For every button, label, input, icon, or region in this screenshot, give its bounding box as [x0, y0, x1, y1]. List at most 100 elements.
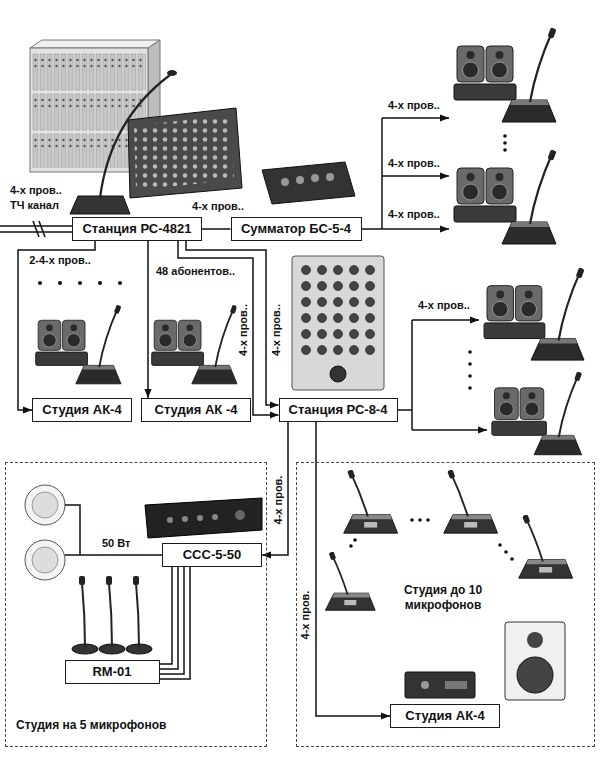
region-title: Студия на 5 микрофонов [16, 718, 256, 733]
dot [58, 281, 62, 285]
annotation-label: 4-х пров.. [386, 208, 442, 221]
knob [235, 510, 245, 520]
annotation-label: 50 Вт [100, 537, 132, 550]
mic-stem [100, 75, 170, 198]
mixer-console [128, 108, 242, 198]
wire [382, 228, 449, 230]
dot [353, 538, 357, 542]
device-name: Студия АК-4 [41, 402, 123, 418]
dot [418, 518, 422, 522]
wire-connector [18, 241, 95, 410]
device-name: Студия АК-4 [399, 708, 491, 724]
amplifier-body [145, 498, 262, 538]
break-mark [39, 221, 45, 237]
speaker-grille [32, 492, 58, 518]
device-box: Станция РС-4821 [72, 217, 202, 241]
studio-unit [484, 267, 584, 360]
device-name: RM-01 [74, 664, 151, 680]
studio-region: Студия АК-4Студия до 10 микрофонов [296, 462, 595, 747]
dot [498, 543, 502, 547]
wire [412, 319, 479, 321]
dot [503, 134, 507, 138]
mic-console [519, 514, 573, 578]
device-name: Станция РС-8-4 [288, 402, 389, 418]
dot [503, 141, 507, 145]
ak4-set [405, 622, 565, 700]
mic-console [344, 469, 398, 533]
knob [296, 176, 304, 184]
device-box: Станция РС-8-4 [279, 398, 398, 422]
knob [167, 517, 173, 523]
mic-head [167, 70, 177, 76]
studio-unit [492, 371, 582, 454]
dot [78, 281, 82, 285]
studio-unit [152, 305, 238, 384]
wire [382, 117, 449, 119]
display [445, 681, 467, 689]
amplifier-box [405, 672, 475, 698]
wire-connector [147, 241, 149, 398]
device-name: ССС-5-50 [171, 547, 253, 563]
wire [412, 429, 487, 431]
wire-connector [262, 422, 288, 555]
wire-label: 4-х пров.. [190, 200, 246, 213]
dot [410, 518, 414, 522]
device-box: RM-01 [65, 660, 160, 684]
dot [504, 550, 508, 554]
annotation-label: 4-х пров.. [8, 184, 64, 197]
woofer [517, 657, 553, 693]
wire-label: 4-х пров.. [270, 302, 283, 358]
annotation-label: 48 абонентов.. [154, 265, 237, 278]
wire-connector [316, 422, 390, 716]
dot [426, 518, 430, 522]
wire-label: 4-х пров.. [237, 302, 250, 358]
dot [468, 374, 472, 378]
wire-connector [160, 567, 179, 669]
mixer-knobs [134, 115, 234, 190]
wire-connector [202, 228, 231, 230]
annotation-label: 4-х пров.. [386, 99, 442, 112]
device-name: Студия АК -4 [150, 402, 242, 418]
device-box: Студия АК-4 [390, 704, 500, 728]
wire-connector [160, 567, 191, 679]
rack-top [30, 40, 160, 48]
knob [326, 173, 334, 181]
studio-unit [454, 149, 557, 244]
mic-base [70, 196, 130, 214]
wire-label: 2-4-х пров.. [27, 254, 93, 267]
microphone [126, 576, 152, 654]
device-name: Станция РС-4821 [81, 221, 193, 237]
annotation-label: 4-х пров.. [386, 157, 442, 170]
knob [212, 514, 218, 520]
knob [197, 515, 203, 521]
wire-label: 4-х пров. [272, 474, 285, 527]
dot [118, 281, 122, 285]
wire-connector [160, 567, 173, 664]
dot [503, 148, 507, 152]
wire-label: 4-х пров. [299, 589, 312, 642]
tweeter [527, 632, 543, 648]
microphone [99, 576, 125, 654]
summator-body [262, 162, 355, 204]
knob [311, 174, 319, 182]
speaker-grille [32, 547, 58, 573]
knob [281, 178, 289, 186]
panel-body [292, 256, 384, 390]
break-mark [33, 221, 39, 237]
dot [38, 281, 42, 285]
dot [349, 544, 353, 548]
ellipsis-dots [38, 134, 514, 561]
dot [98, 281, 102, 285]
microphone [72, 576, 98, 654]
studio-unit [36, 305, 122, 384]
speaker-rim [25, 540, 65, 580]
amplifier-rack [145, 498, 262, 538]
dot [468, 362, 472, 366]
studio-unit [454, 27, 557, 122]
device-box: Студия АК-4 [32, 398, 132, 422]
annotation-label: ТЧ канал [8, 199, 61, 212]
wire [382, 175, 449, 177]
